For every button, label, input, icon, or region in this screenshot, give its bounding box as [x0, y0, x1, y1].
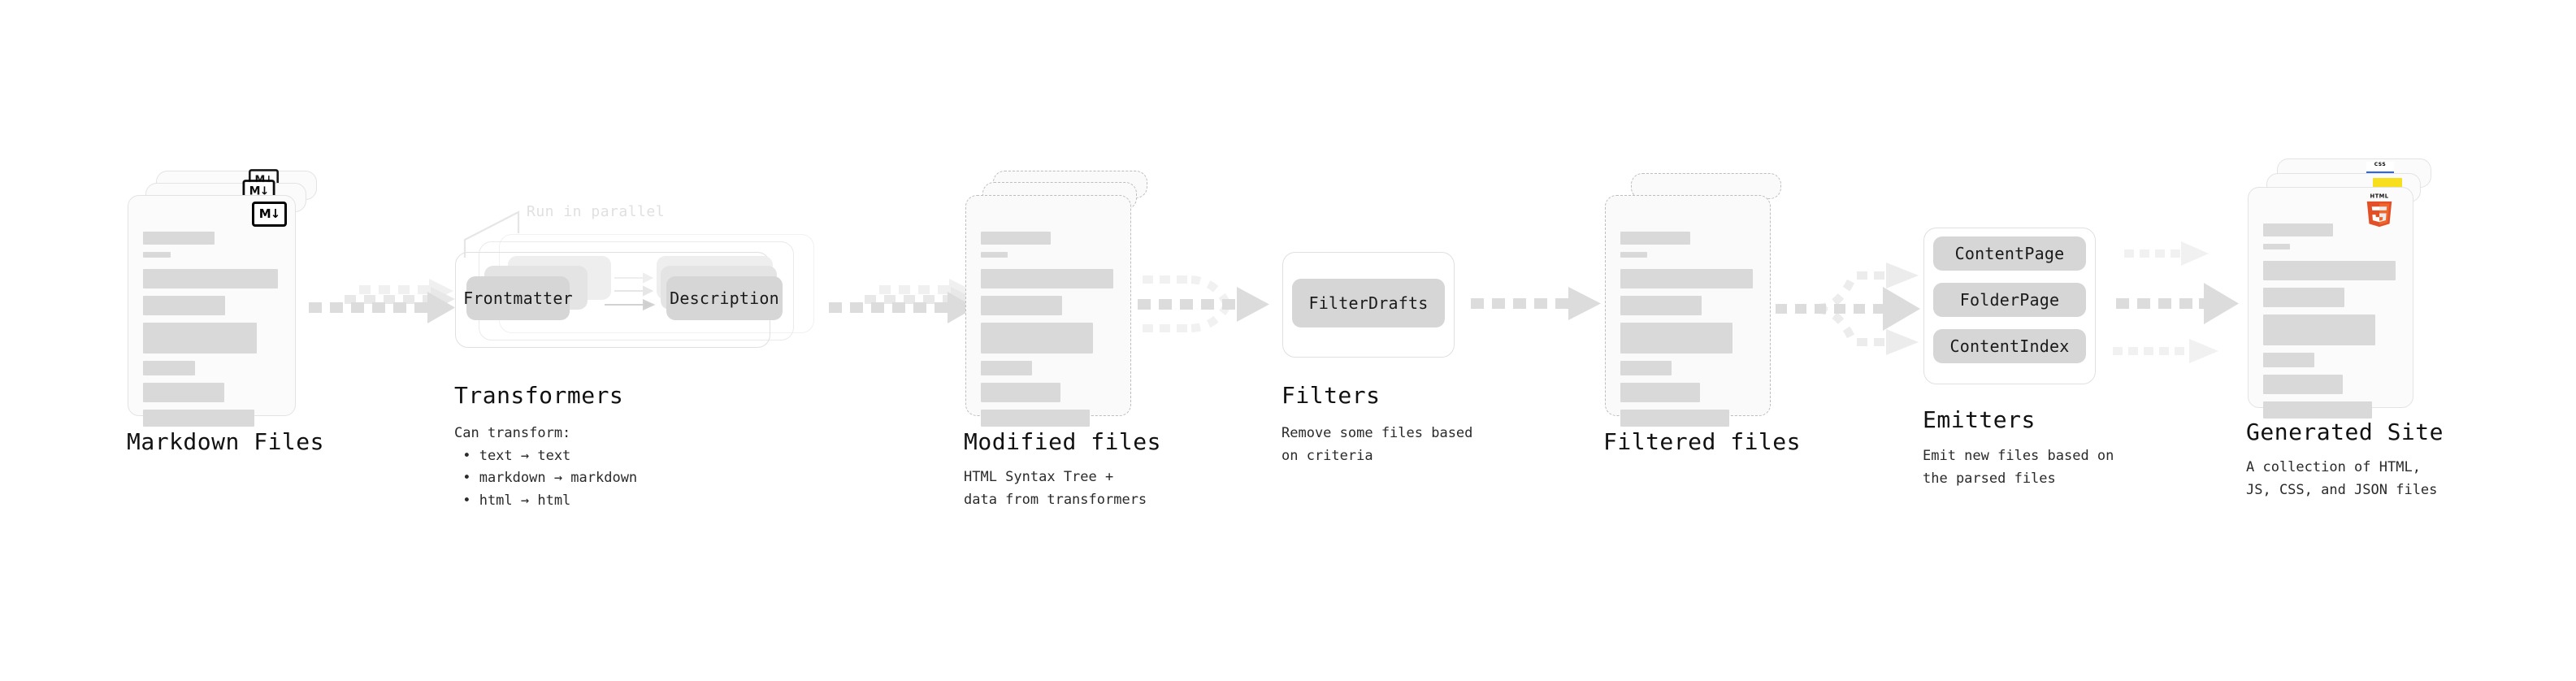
filters-title: Filters [1281, 382, 1381, 409]
skeleton-bar [2263, 314, 2375, 345]
skeleton-bar [981, 232, 1052, 245]
generated-site-title: Generated Site [2246, 419, 2444, 445]
emitter-chip-folderpage[interactable]: FolderPage [1933, 283, 2086, 317]
filters-subtitle: Remove some files based on criteria [1281, 425, 1473, 464]
transformers-subtitle: Can transform: • text → text • markdown … [454, 425, 638, 509]
skeleton-bar [981, 383, 1060, 402]
transformer-chip-frontmatter[interactable]: Frontmatter [463, 276, 573, 320]
skeleton-bar [2263, 223, 2334, 236]
svg-text:HTML: HTML [2370, 193, 2389, 200]
markdown-badge-icon: M↓ [252, 202, 287, 227]
skeleton-bar [1620, 232, 1691, 245]
markdown-files-title: Markdown Files [127, 428, 325, 455]
modified-skeleton-bars [981, 232, 1116, 434]
arrow-modified-to-filters [1138, 275, 1269, 332]
run-in-parallel-label: Run in parallel [527, 203, 666, 220]
modified-files-subtitle: HTML Syntax Tree + data from transformer… [964, 469, 1147, 508]
arrow-transformers-to-modified [829, 279, 975, 323]
skeleton-bar [143, 252, 171, 258]
skeleton-bar [2263, 375, 2343, 394]
skeleton-bar [1620, 410, 1730, 427]
skeleton-bar [981, 296, 1062, 315]
site-skeleton-bars [2263, 223, 2398, 426]
skeleton-bar [143, 296, 226, 315]
arrow-emitters-to-site [2113, 241, 2239, 363]
filter-chip-filterdrafts[interactable]: FilterDrafts [1292, 279, 1445, 327]
skeleton-bar [1620, 361, 1672, 375]
skeleton-bar [981, 361, 1033, 375]
run-in-parallel-bracket [463, 210, 520, 258]
generated-site-subtitle: A collection of HTML, JS, CSS, and JSON … [2246, 459, 2438, 498]
emitter-chip-contentpage[interactable]: ContentPage [1933, 236, 2086, 271]
skeleton-bar [2263, 261, 2396, 280]
skeleton-bar [143, 232, 215, 245]
skeleton-bar [981, 269, 1113, 288]
transformers-title: Transformers [454, 382, 624, 409]
skeleton-bar [1620, 269, 1753, 288]
emitter-chip-contentindex[interactable]: ContentIndex [1933, 329, 2086, 363]
filtered-files-title: Filtered files [1603, 428, 1802, 455]
emitters-box[interactable] [1923, 228, 2096, 384]
skeleton-bar [981, 410, 1091, 427]
modified-file-card-front[interactable] [965, 195, 1131, 427]
skeleton-bar [981, 252, 1008, 258]
skeleton-bar [1620, 383, 1700, 402]
skeleton-bar [143, 383, 224, 402]
transformer-inner-arrows [605, 272, 656, 311]
filtered-file-card-front[interactable] [1605, 195, 1771, 427]
skeleton-bar [2263, 401, 2373, 419]
arrow-filters-to-filtered [1471, 287, 1601, 320]
emitters-subtitle: Emit new files based on the parsed files [1923, 448, 2114, 487]
skeleton-bar [2263, 288, 2344, 307]
arrow-filtered-to-emitters [1776, 262, 1920, 355]
skeleton-bar [2263, 244, 2291, 249]
filtered-skeleton-bars [1620, 232, 1755, 434]
arrow-markdown-to-transformers [309, 279, 455, 323]
modified-files-title: Modified files [964, 428, 1162, 455]
skeleton-bar [143, 323, 258, 354]
markdown-skeleton-bars [143, 232, 280, 434]
transformer-chip-description[interactable]: Description [666, 276, 783, 320]
skeleton-bar [143, 361, 196, 375]
skeleton-bar [1620, 323, 1733, 354]
skeleton-bar [1620, 296, 1702, 315]
html5-badge-icon: HTML [2366, 193, 2392, 228]
filters-box[interactable] [1282, 252, 1455, 358]
skeleton-bar [143, 410, 254, 427]
skeleton-bar [2263, 353, 2315, 367]
skeleton-bar [981, 323, 1093, 354]
markdown-file-card-front[interactable] [128, 195, 296, 427]
skeleton-bar [143, 269, 278, 288]
emitters-title: Emitters [1923, 406, 2036, 433]
skeleton-bar [1620, 252, 1648, 258]
site-file-card-html[interactable] [2248, 187, 2413, 419]
